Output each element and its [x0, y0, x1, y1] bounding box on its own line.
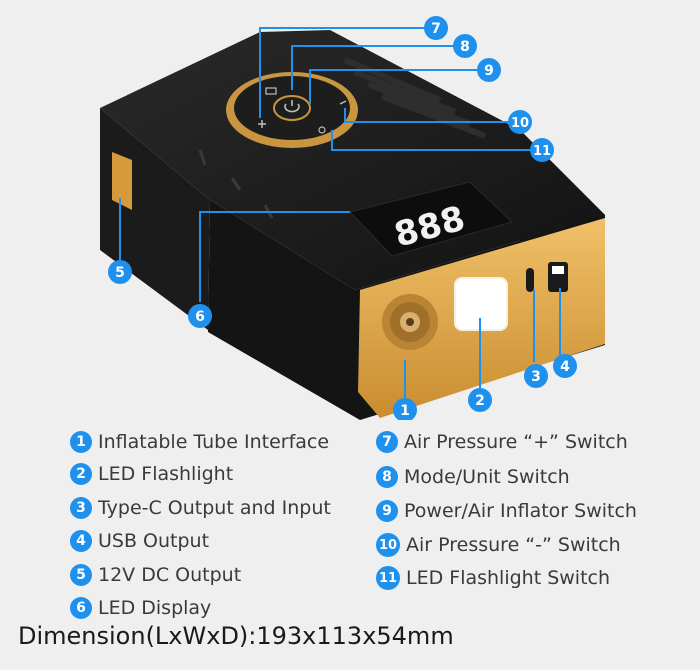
legend-badge-8: 8	[376, 466, 398, 488]
callout-3: 3	[524, 364, 548, 388]
legend-label-6: LED Display	[98, 597, 212, 619]
legend-label-2: LED Flashlight	[98, 463, 234, 485]
legend-item-2: 2 LED Flashlight	[70, 463, 233, 485]
legend-label-3: Type-C Output and Input	[98, 497, 331, 519]
power-icon	[284, 100, 300, 113]
legend-item-10: 10 Air Pressure “-” Switch	[376, 533, 621, 557]
callout-2-label: 2	[475, 393, 485, 409]
callout-11: 11	[530, 138, 554, 162]
callout-8-label: 8	[460, 39, 470, 55]
legend-item-1: 1 Inflatable Tube Interface	[70, 431, 329, 453]
legend-label-1: Inflatable Tube Interface	[98, 431, 330, 453]
callout-2: 2	[468, 388, 492, 412]
callout-5: 5	[108, 260, 132, 284]
legend-label-11: LED Flashlight Switch	[406, 567, 611, 589]
tube-interface	[382, 294, 438, 350]
callout-4: 4	[553, 354, 577, 378]
callout-5-label: 5	[115, 265, 125, 281]
callout-6: 6	[188, 304, 212, 328]
legend-item-5: 5 12V DC Output	[70, 564, 241, 586]
legend-item-11: 11 LED Flashlight Switch	[376, 566, 610, 590]
plus-icon	[258, 120, 266, 128]
leader-lines	[119, 27, 561, 398]
dimension-caption: Dimension(LxWxD):193x113x54mm	[18, 622, 454, 650]
legend-label-4: USB Output	[98, 530, 210, 552]
flashlight-icon	[318, 126, 326, 134]
callout-7-label: 7	[431, 21, 441, 37]
legend-item-9: 9 Power/Air Inflator Switch	[376, 500, 637, 522]
legend-item-7: 7 Air Pressure “+” Switch	[376, 431, 628, 453]
legend-label-7: Air Pressure “+” Switch	[404, 431, 628, 453]
mode-icon	[265, 87, 277, 95]
legend-label-10: Air Pressure “-” Switch	[406, 534, 621, 556]
legend-badge-3: 3	[70, 497, 92, 519]
legend-badge-6: 6	[70, 597, 92, 619]
legend-label-5: 12V DC Output	[98, 564, 242, 586]
legend-label-9: Power/Air Inflator Switch	[404, 500, 637, 522]
legend-badge-7: 7	[376, 431, 398, 453]
legend-badge-1: 1	[70, 431, 92, 453]
legend-badge-5: 5	[70, 564, 92, 586]
callout-1: 1	[393, 398, 417, 422]
callout-9: 9	[477, 58, 501, 82]
callout-11-label: 11	[533, 144, 551, 159]
legend-badge-9: 9	[376, 500, 398, 522]
device-illustration: 888	[100, 16, 605, 422]
callout-9-label: 9	[484, 63, 494, 79]
legend-badge-4: 4	[70, 530, 92, 552]
legend-badge-11: 11	[376, 566, 400, 590]
callout-10: 10	[508, 110, 532, 134]
callout-7: 7	[424, 16, 448, 40]
callout-8: 8	[453, 34, 477, 58]
legend-label-8: Mode/Unit Switch	[404, 466, 570, 488]
legend-badge-10: 10	[376, 533, 400, 557]
callout-10-label: 10	[511, 116, 529, 131]
callout-4-label: 4	[560, 359, 570, 375]
callout-1-label: 1	[400, 403, 410, 419]
usb-port	[548, 262, 568, 292]
minus-icon	[339, 100, 347, 105]
legend-badge-2: 2	[70, 463, 92, 485]
callout-6-label: 6	[195, 309, 205, 325]
type-c-port	[526, 268, 534, 292]
legend-item-6: 6 LED Display	[70, 597, 211, 619]
legend-item-4: 4 USB Output	[70, 530, 209, 552]
legend-item-3: 3 Type-C Output and Input	[70, 497, 331, 519]
legend-item-8: 8 Mode/Unit Switch	[376, 466, 570, 488]
dc-port	[112, 152, 132, 210]
callout-3-label: 3	[531, 369, 541, 385]
